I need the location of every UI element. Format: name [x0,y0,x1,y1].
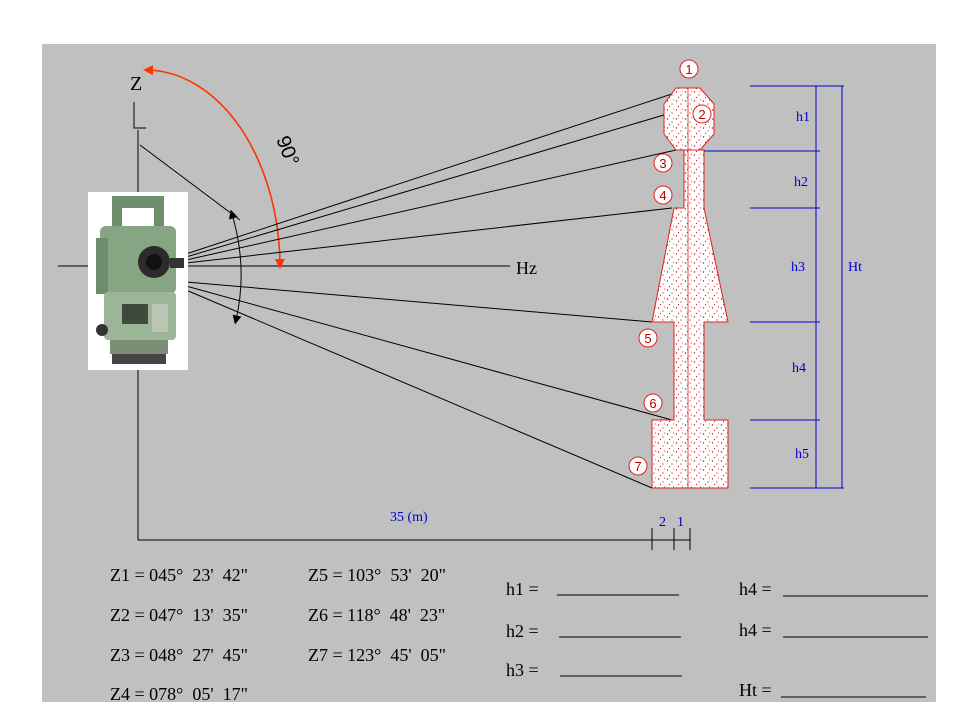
answer-ht-label: Ht = [739,680,772,700]
height-label-h3: h3 [791,260,805,275]
distance-dimension [138,528,691,550]
z-axis-label: Z [130,73,142,95]
sight-lines [185,87,691,489]
svg-text:1: 1 [685,62,692,77]
z-axis-hook [133,102,146,129]
height-label-h4: h4 [792,361,806,376]
sight-line-4 [185,207,673,264]
sight-line-3 [185,149,677,261]
height-labels: h1 h2 h3 h4 h5 Ht [791,110,862,462]
sight-line-5 [185,281,653,323]
total-height-label: Ht [848,260,862,275]
answer-blanks: h1 = h2 = h3 = h4 = h4 = Ht = [506,579,928,700]
vertical-angle-arc [228,209,242,325]
reading-z2: Z2 = 047° 13' 35" [110,605,248,625]
height-label-h5: h5 [795,447,809,462]
point-marker-5: 5 [638,328,658,348]
sight-line-1 [185,87,691,255]
distance-seg-1: 1 [677,515,684,530]
svg-text:7: 7 [634,459,641,474]
sight-line-7 [185,289,653,489]
sight-line-2 [185,108,685,258]
reading-z6: Z6 = 118° 48' 23" [308,605,445,625]
height-label-h1: h1 [796,110,810,125]
height-dimensions [704,85,844,489]
distance-seg-2: 2 [659,515,666,530]
structure-body [651,149,729,489]
point-marker-4: 4 [653,185,673,205]
point-marker-7: 7 [628,456,648,476]
answer-h3-label: h3 = [506,660,539,680]
reading-z1: Z1 = 045° 23' 42" [110,565,248,585]
zenith-readings: Z1 = 045° 23' 42" Z2 = 047° 13' 35" Z3 =… [110,565,446,704]
height-label-h2: h2 [794,175,808,190]
answer-h4a-label: h4 = [739,579,772,599]
sight-line-6 [185,285,673,421]
zenith-leader [139,144,241,221]
distance-label: 35 (m) [390,510,428,525]
reading-z3: Z3 = 048° 27' 45" [110,645,248,665]
reading-z7: Z7 = 123° 45' 05" [308,645,446,665]
hz-axis-label: Hz [516,258,537,278]
point-marker-3: 3 [653,153,673,173]
point-marker-1: 1 [679,59,699,79]
answer-h2-label: h2 = [506,621,539,641]
answer-h1-label: h1 = [506,579,539,599]
total-station-image [88,192,188,370]
structure [651,87,729,489]
right-angle-arc [143,65,285,269]
answer-h4b-label: h4 = [739,620,772,640]
svg-text:5: 5 [644,331,651,346]
svg-text:6: 6 [649,396,656,411]
svg-text:4: 4 [659,188,666,203]
point-marker-2: 2 [692,104,712,124]
svg-text:2: 2 [698,107,705,122]
reading-z5: Z5 = 103° 53' 20" [308,565,446,585]
point-marker-6: 6 [643,393,663,413]
svg-text:3: 3 [659,156,666,171]
reading-z4: Z4 = 078° 05' 17" [110,684,248,704]
point-markers: 1 2 3 4 5 6 7 [628,59,712,476]
